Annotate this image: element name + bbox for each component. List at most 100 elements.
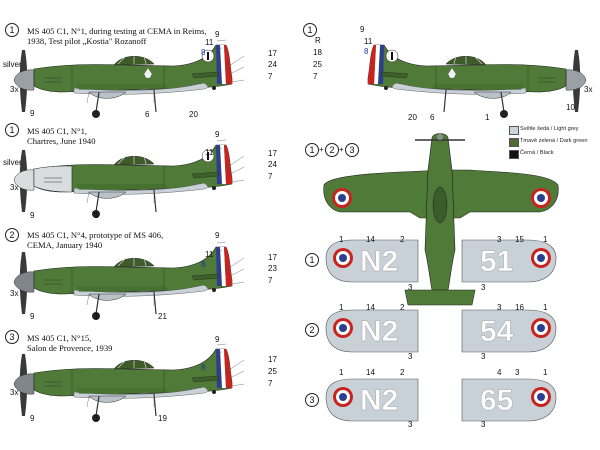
- nose-cowling: [33, 165, 73, 193]
- profile2-marker: 1: [5, 123, 19, 137]
- legend-swatch-dark-green: [509, 138, 519, 147]
- wing-code-right: 51: [480, 245, 513, 278]
- p4-callout-left-3x: 3x: [10, 388, 19, 397]
- main-wheel: [92, 414, 100, 422]
- rudder-red: [224, 247, 232, 286]
- p3-callout-b21: 21: [158, 312, 167, 321]
- panel-lines: [435, 66, 529, 91]
- leader-line-0: [216, 241, 227, 244]
- side-profile-4: [13, 343, 245, 422]
- side-profile-mirrored: [367, 44, 587, 118]
- wr3-br-3: 3: [481, 420, 486, 429]
- plan-roundel-blue-0: [338, 194, 346, 202]
- wing-code-left: N2: [360, 315, 398, 348]
- squadron-emblem: [447, 67, 457, 79]
- side-profile-1: [13, 39, 245, 118]
- exhaust-stubs: [44, 177, 62, 183]
- p1-callout-b6: 6: [145, 110, 150, 119]
- wing-root: [431, 84, 524, 90]
- p3-callout-r23: 23: [268, 264, 277, 273]
- plan-plus-1: +: [319, 145, 324, 154]
- spinner: [565, 69, 587, 91]
- wr2-tr-3: 3: [497, 303, 502, 312]
- tr-callout-7: 7: [313, 72, 318, 81]
- wr1-tl-14: 14: [366, 235, 375, 244]
- leader-line-2: [225, 55, 245, 69]
- tail-wheel: [384, 86, 388, 90]
- main-wheel: [92, 210, 100, 218]
- canopy-frames: [117, 55, 147, 65]
- p1-callout-r9: 9: [215, 30, 220, 39]
- wing-roundel-blue-1: [537, 393, 545, 401]
- p2-callout-r9: 9: [215, 130, 220, 139]
- panel-lines: [71, 370, 165, 395]
- wing-code-left: N2: [360, 384, 398, 417]
- wing-roundel-blue-1: [537, 254, 545, 262]
- tr-callout-18: 18: [313, 48, 322, 57]
- tailplane: [191, 375, 219, 383]
- profile3-caption-line2: CEMA, January 1940: [27, 240, 103, 250]
- p1-callout-r17: 17: [268, 49, 277, 58]
- leader-line-4: [231, 179, 245, 183]
- exhaust-stubs: [538, 77, 556, 83]
- p4-callout-b1: 1: [94, 414, 99, 423]
- p4-callout-r17: 17: [268, 355, 277, 364]
- leader-line-3: [229, 370, 245, 379]
- rudder-red: [224, 45, 232, 84]
- p4-callout-b19: 19: [158, 414, 167, 423]
- p1-callout-r11: 11: [205, 38, 214, 47]
- tail-wheel: [212, 288, 216, 292]
- wr2-bl-3: 3: [408, 352, 413, 361]
- tr-callout-9: 9: [360, 25, 365, 34]
- wing-roundel-blue-0: [339, 324, 347, 332]
- legend-label-dark-green: Tmavě zelená / Dark green: [520, 138, 588, 144]
- p3-callout-r11: 11: [205, 250, 214, 259]
- canopy-frames: [453, 55, 483, 65]
- tr-callout-6: 6: [430, 113, 435, 122]
- wing-code-left: N2: [360, 245, 398, 278]
- wr1-bl-3: 3: [408, 283, 413, 292]
- wr2-tl-14: 14: [366, 303, 375, 312]
- p1-side-label: silver: [3, 60, 22, 69]
- p3-callout-left-3x: 3x: [10, 289, 19, 298]
- tail-wheel: [212, 390, 216, 394]
- wing-root: [76, 184, 169, 190]
- main-wheel: [500, 110, 508, 118]
- canopy-frames: [117, 257, 147, 267]
- rudder-red: [368, 45, 376, 84]
- landing-gear-struts: [95, 393, 157, 417]
- exhaust-stubs: [44, 77, 62, 83]
- legend-swatch-light-grey: [509, 126, 519, 135]
- leader-line-4: [231, 281, 245, 285]
- plan-canopy: [432, 186, 448, 224]
- p2-callout-r24: 24: [268, 160, 277, 169]
- wr3-tr-4: 4: [497, 368, 502, 377]
- leader-line-3: [229, 268, 245, 277]
- p2-callout-left-3x: 3x: [10, 183, 19, 192]
- p3-callout-r9: 9: [215, 231, 220, 240]
- wing-row-1: N2 51: [325, 239, 557, 283]
- wing-root: [76, 286, 169, 292]
- rudder-red: [224, 145, 232, 184]
- plan-spinner: [437, 134, 443, 140]
- leader-line-1: [213, 47, 223, 50]
- landing-gear-struts: [443, 89, 505, 113]
- fin-badge-mark: [391, 52, 393, 60]
- main-wheel: [92, 110, 100, 118]
- leader-line-2: [225, 155, 245, 169]
- wr3-bl-3: 3: [408, 420, 413, 429]
- legend-swatch-black: [509, 150, 519, 159]
- wing-row1-marker: 1: [305, 253, 319, 267]
- leader-line-5: [86, 191, 90, 204]
- wing-roundel-blue-1: [537, 324, 545, 332]
- wr2-tl-1: 1: [339, 303, 344, 312]
- wr1-tr-3: 3: [497, 235, 502, 244]
- main-wheel: [92, 312, 100, 320]
- leader-line-5: [86, 91, 90, 104]
- p2-callout-b1: 1: [94, 211, 99, 220]
- p4-callout-left-9: 9: [30, 414, 35, 423]
- leader-line-1: [213, 351, 223, 354]
- p2-callout-b9: 9: [30, 211, 35, 220]
- leader-line-5: [86, 293, 90, 306]
